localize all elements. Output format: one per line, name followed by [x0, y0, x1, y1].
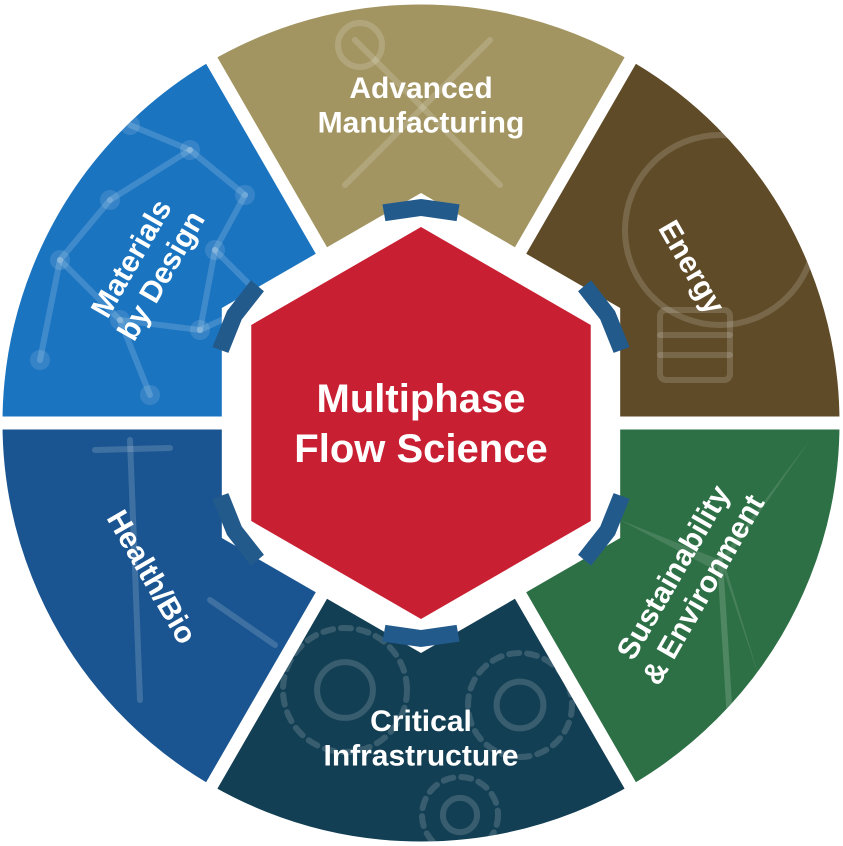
hub-bracket — [578, 280, 630, 353]
center-hexagon — [251, 227, 591, 619]
segment-label-line: Advanced — [349, 72, 492, 105]
hub-bracket — [212, 493, 264, 566]
syringe-icon — [92, 437, 278, 703]
segment-label-line: Critical — [370, 705, 472, 738]
segment-label-line: Infrastructure — [323, 739, 518, 772]
gears-icon — [280, 625, 575, 843]
wrench-screwdriver-icon — [335, 20, 503, 188]
center-title-line: Multiphase — [317, 377, 526, 421]
hub-bracket — [578, 493, 630, 566]
molecule-network-icon — [30, 115, 275, 405]
segment-label-line: Manufacturing — [318, 106, 525, 139]
hub-bracket — [382, 624, 460, 647]
hub-bracket — [212, 280, 264, 353]
hub-bracket — [382, 199, 460, 222]
center-title-line: Flow Science — [294, 427, 547, 471]
